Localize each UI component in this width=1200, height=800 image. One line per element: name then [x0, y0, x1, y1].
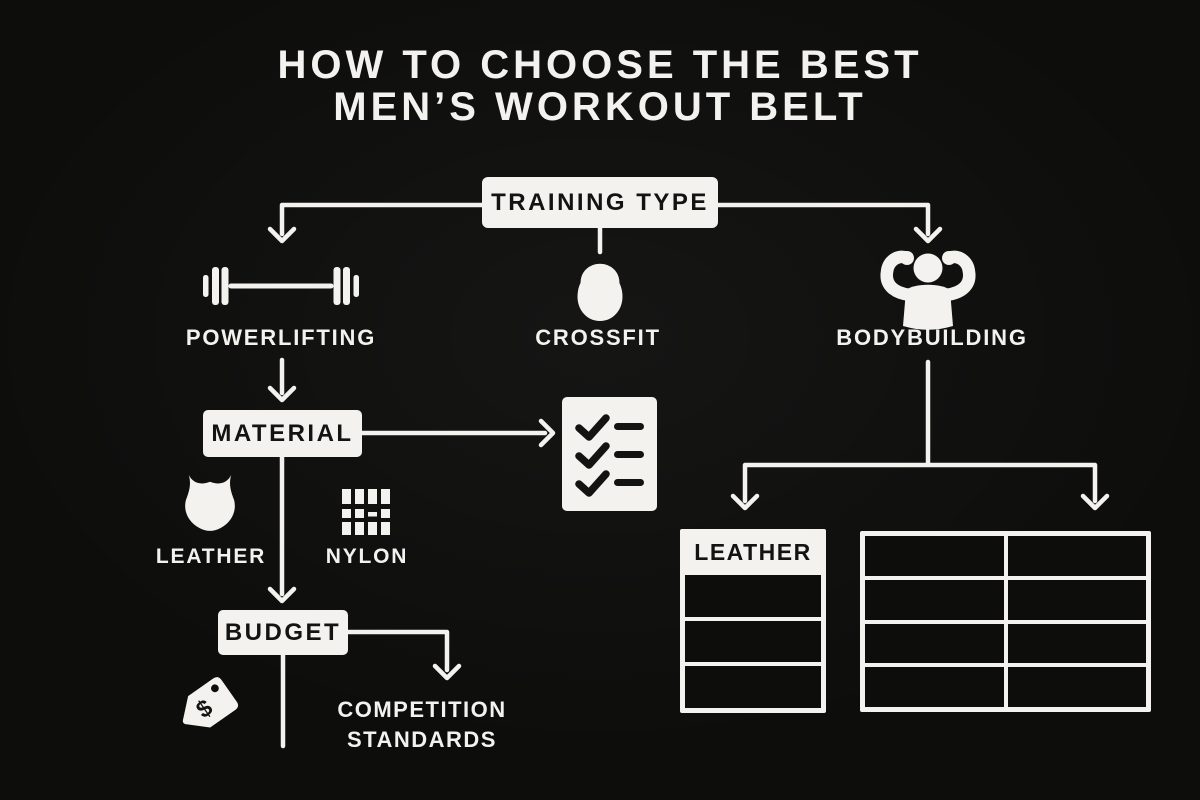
- table-cell: [865, 623, 1004, 664]
- connector-training-to-powerlifting: [279, 202, 485, 237]
- bodybuilding-label: BODYBUILDING: [836, 325, 1028, 350]
- price-tag-hole: [210, 684, 219, 693]
- checklist-icon: [562, 397, 657, 511]
- table-cell: [865, 536, 1004, 576]
- competition-standards-line1: COMPETITION: [337, 697, 507, 722]
- leather-hide-icon: [185, 475, 235, 531]
- barbell-icon: [203, 267, 359, 305]
- connector-training-to-bodybuilding: [715, 202, 931, 237]
- kettlebell-icon: [577, 263, 623, 321]
- connector-bodybuilding-split: [742, 359, 1098, 504]
- leather-table-header: LEATHER: [694, 539, 812, 565]
- powerlifting-label: POWERLIFTING: [185, 325, 377, 350]
- nylon-weave-icon: [342, 489, 390, 535]
- table-cell: [685, 575, 821, 617]
- table-cell: [685, 620, 821, 663]
- competition-standards-line2: STANDARDS: [347, 727, 497, 752]
- muscle-flex-icon: [880, 250, 976, 330]
- leather-table-body: [685, 575, 821, 709]
- arrowhead-competition: [432, 663, 462, 681]
- arrowhead-leather-table: [730, 493, 760, 511]
- connector-budget-to-competition: [345, 629, 450, 673]
- page-title-line1: HOW TO CHOOSE THE BEST: [277, 43, 923, 87]
- arrowhead-comparison-table: [1080, 493, 1110, 511]
- comparison-table: [860, 531, 1151, 712]
- material-node: MATERIAL: [203, 410, 362, 457]
- price-tag-icon: $: [169, 673, 242, 742]
- table-cell: [685, 666, 821, 709]
- arrowhead-material: [267, 385, 297, 403]
- leather-option-label: LEATHER: [155, 545, 267, 568]
- table-cell: [1007, 536, 1146, 576]
- page-title: HOW TO CHOOSE THE BEST MEN’S WORKOUT BEL…: [0, 44, 1200, 128]
- arrowhead-powerlifting: [267, 226, 297, 244]
- arrowhead-bodybuilding: [913, 226, 943, 244]
- page-title-line2: MEN’S WORKOUT BELT: [333, 85, 867, 129]
- training-type-node: TRAINING TYPE: [482, 177, 718, 228]
- table-cell: [865, 667, 1004, 707]
- table-cell: [1007, 623, 1146, 664]
- comparison-table-body: [865, 536, 1146, 707]
- competition-standards-label: COMPETITION STANDARDS: [302, 695, 542, 755]
- nylon-option-label: NYLON: [325, 545, 409, 568]
- leather-table: LEATHER: [680, 529, 826, 713]
- arrowhead-budget: [267, 586, 297, 604]
- arrowhead-checklist: [538, 418, 556, 448]
- budget-node: BUDGET: [218, 610, 348, 655]
- crossfit-label: CROSSFIT: [535, 325, 661, 350]
- table-cell: [1007, 579, 1146, 620]
- table-cell: [1007, 667, 1146, 707]
- table-cell: [865, 579, 1004, 620]
